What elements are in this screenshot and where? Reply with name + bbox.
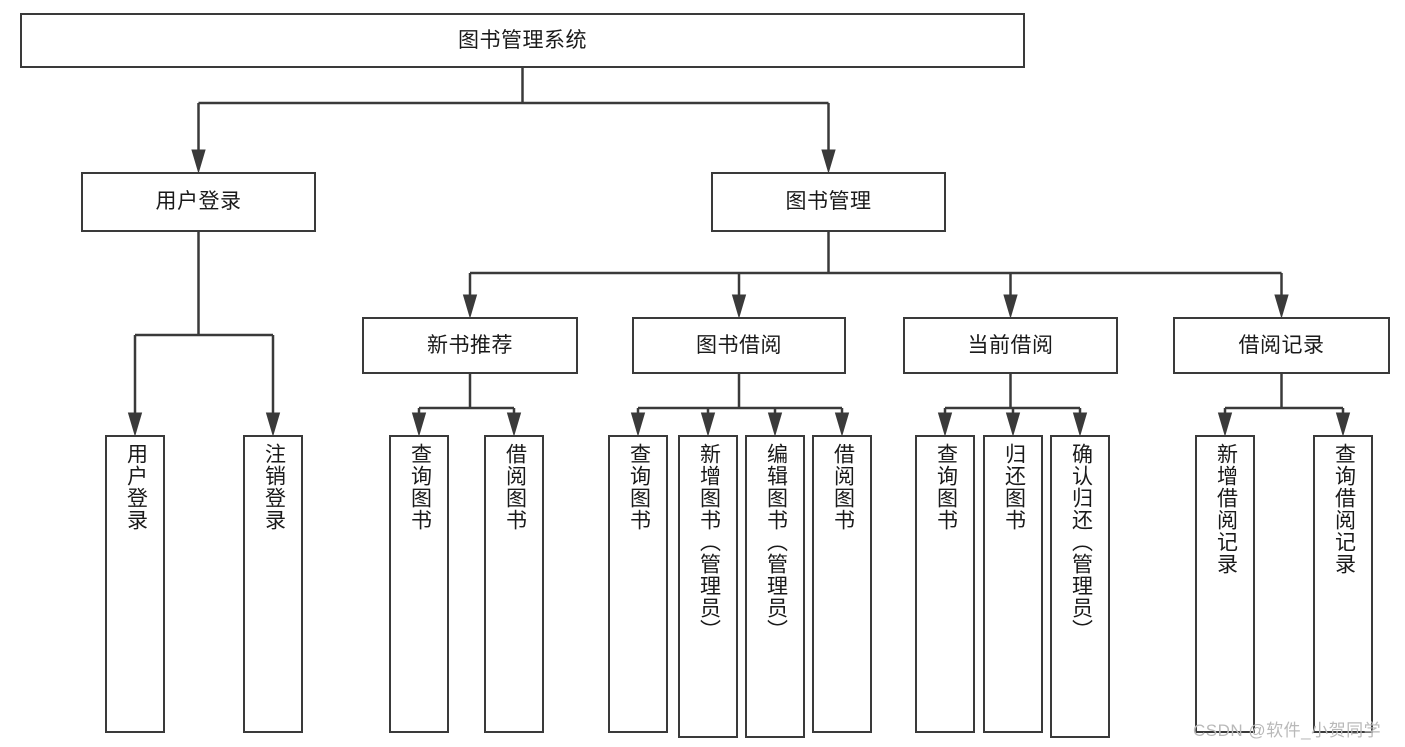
node-label: 查询借阅记录: [1332, 443, 1356, 575]
edge-group-borrow: [630, 374, 850, 437]
arrowhead: [700, 412, 716, 437]
node-label: 用户登录: [124, 443, 148, 531]
node-leaf12[interactable]: 新增借阅记录: [1195, 435, 1255, 733]
node-label: 借阅图书: [503, 443, 527, 531]
arrowhead: [821, 149, 836, 174]
node-label: 注销登录: [262, 443, 286, 531]
arrowhead: [127, 412, 143, 437]
arrowhead: [630, 412, 646, 437]
node-leaf2[interactable]: 注销登录: [243, 435, 303, 733]
arrowhead: [191, 149, 206, 174]
node-label: 编辑图书（管理员）: [764, 443, 788, 641]
node-label: 查询图书: [408, 443, 432, 531]
node-label: 归还图书: [1002, 443, 1026, 531]
arrowhead: [506, 412, 522, 437]
node-label: 确认归还（管理员）: [1069, 443, 1093, 641]
node-bookmgmt[interactable]: 图书管理: [711, 172, 946, 232]
arrowhead: [1335, 412, 1351, 437]
node-label: 新增借阅记录: [1214, 443, 1238, 575]
edge-group-current: [937, 374, 1088, 437]
arrowhead: [1274, 294, 1289, 319]
node-label: 查询图书: [934, 443, 958, 531]
node-label: 查询图书: [627, 443, 651, 531]
node-label: 新书推荐: [427, 333, 513, 357]
edge-group-newbook: [411, 374, 522, 437]
node-root[interactable]: 图书管理系统: [20, 13, 1025, 68]
arrowhead: [834, 412, 850, 437]
node-leaf10[interactable]: 归还图书: [983, 435, 1043, 733]
node-label: 图书借阅: [696, 333, 782, 357]
node-label: 新增图书（管理员）: [697, 443, 721, 641]
node-records[interactable]: 借阅记录: [1173, 317, 1390, 374]
node-leaf11[interactable]: 确认归还（管理员）: [1050, 435, 1110, 738]
node-leaf4[interactable]: 借阅图书: [484, 435, 544, 733]
node-leaf13[interactable]: 查询借阅记录: [1313, 435, 1373, 733]
arrowhead: [1005, 412, 1021, 437]
node-current[interactable]: 当前借阅: [903, 317, 1118, 374]
node-login[interactable]: 用户登录: [81, 172, 316, 232]
node-leaf7[interactable]: 编辑图书（管理员）: [745, 435, 805, 738]
node-leaf5[interactable]: 查询图书: [608, 435, 668, 733]
node-label: 图书管理: [785, 190, 872, 214]
arrowhead: [731, 294, 747, 319]
node-leaf3[interactable]: 查询图书: [389, 435, 449, 733]
node-label: 当前借阅: [967, 333, 1054, 357]
node-leaf6[interactable]: 新增图书（管理员）: [678, 435, 738, 738]
node-leaf8[interactable]: 借阅图书: [812, 435, 872, 733]
node-label: 借阅图书: [831, 443, 855, 531]
node-leaf9[interactable]: 查询图书: [915, 435, 975, 733]
node-label: 用户登录: [155, 190, 242, 214]
arrowhead: [265, 412, 281, 437]
node-borrow[interactable]: 图书借阅: [632, 317, 846, 374]
arrowhead: [411, 412, 427, 437]
node-leaf1[interactable]: 用户登录: [105, 435, 165, 733]
arrowhead: [462, 294, 478, 319]
node-newbook[interactable]: 新书推荐: [362, 317, 578, 374]
edge-group-records: [1217, 374, 1351, 437]
arrowhead: [767, 412, 783, 437]
arrowhead: [937, 412, 953, 437]
edge-group-login: [127, 232, 281, 437]
arrowhead: [1072, 412, 1088, 437]
edge-group-root: [191, 68, 836, 174]
node-label: 借阅记录: [1238, 333, 1325, 357]
node-label: 图书管理系统: [458, 28, 587, 52]
arrowhead: [1003, 294, 1018, 319]
arrowhead: [1217, 412, 1233, 437]
edge-group-bookmgmt: [462, 232, 1289, 319]
